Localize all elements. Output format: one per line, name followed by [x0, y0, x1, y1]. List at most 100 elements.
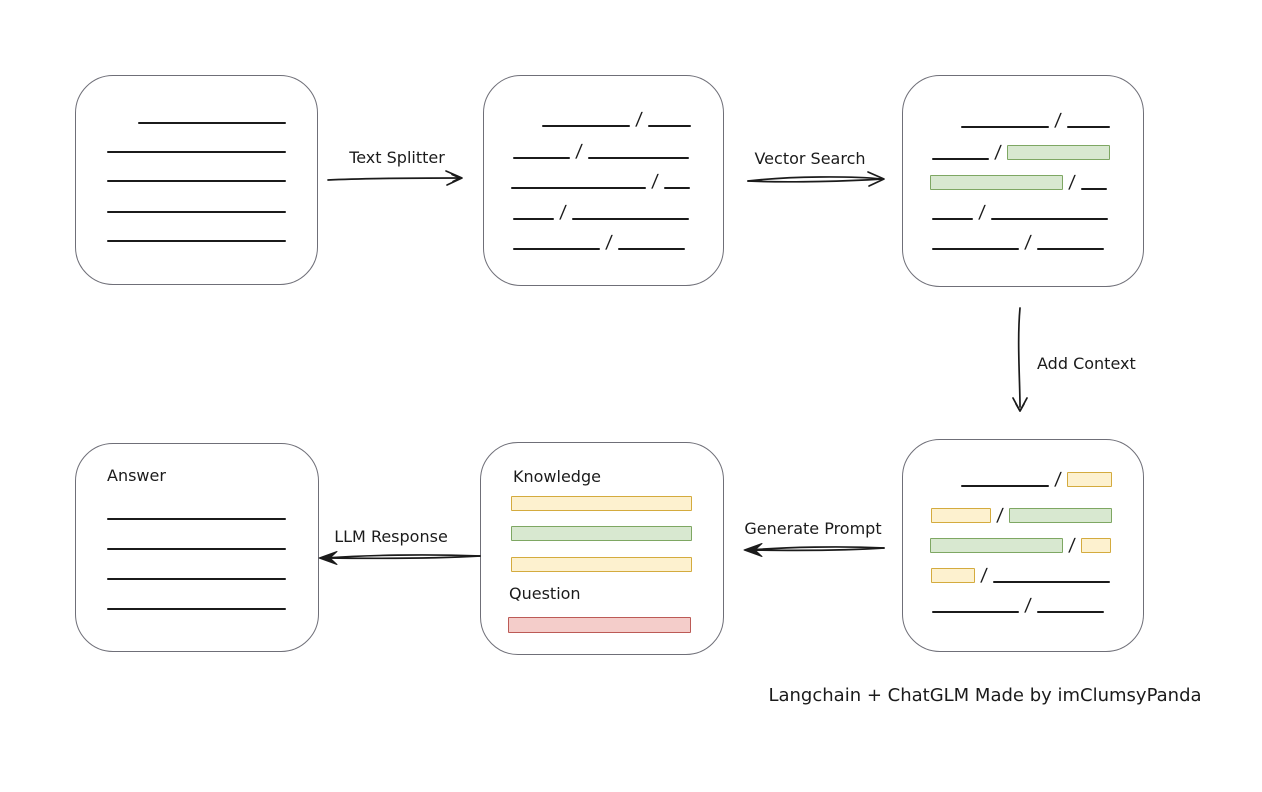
text-line — [513, 218, 554, 220]
text-splitter-label: Text Splitter — [349, 148, 445, 167]
node-split-chunks: / / / / / — [483, 75, 724, 286]
yellow-chunk — [1067, 472, 1113, 487]
green-chunk — [930, 538, 1063, 553]
segment-row — [511, 489, 692, 511]
segment-row: / — [513, 198, 690, 223]
knowledge-label: Knowledge — [513, 467, 601, 486]
segment-row: / — [932, 228, 1105, 253]
segment-row: / — [932, 138, 1111, 163]
llm-response-label: LLM Response — [334, 527, 448, 546]
segment-row: / — [930, 168, 1108, 193]
text-line — [648, 125, 692, 127]
segment-row — [511, 519, 692, 541]
slash-separator: / — [1023, 232, 1033, 253]
slash-separator: / — [993, 142, 1003, 163]
text-line — [572, 218, 690, 220]
answer-label: Answer — [107, 466, 166, 485]
text-line — [932, 218, 973, 220]
segment-row — [107, 498, 286, 520]
text-line — [107, 180, 286, 182]
segment-row — [107, 528, 286, 550]
text-line — [932, 158, 989, 160]
segment-row: / — [542, 105, 692, 130]
text-line — [961, 485, 1049, 487]
node-source-document — [75, 75, 318, 285]
text-line — [513, 157, 570, 159]
segment-row — [511, 550, 692, 572]
slash-separator: / — [634, 109, 644, 130]
node-context-chunks: / / / / / — [902, 439, 1144, 652]
segment-row — [107, 220, 286, 242]
text-line — [588, 157, 690, 159]
yellow-chunk — [931, 568, 975, 583]
text-line — [1037, 248, 1105, 250]
text-line — [618, 248, 686, 250]
text-line — [138, 122, 286, 124]
text-line — [932, 611, 1019, 613]
segment-row: / — [931, 561, 1111, 586]
text-line — [932, 248, 1019, 250]
segment-row — [107, 558, 286, 580]
green-chunk — [1009, 508, 1113, 523]
segment-row: / — [932, 591, 1105, 616]
yellow-chunk — [931, 508, 991, 523]
yellow-chunk — [511, 496, 692, 511]
add-context-arrow-icon — [1012, 307, 1028, 412]
segment-row: / — [513, 228, 686, 253]
slash-separator: / — [1067, 172, 1077, 193]
green-chunk — [1007, 145, 1111, 160]
diagram-caption: Langchain + ChatGLM Made by imClumsyPand… — [768, 685, 1202, 706]
segment-row — [107, 131, 286, 153]
segment-row: / — [931, 501, 1113, 526]
node-answer: Answer — [75, 443, 319, 652]
slash-separator: / — [650, 171, 660, 192]
text-line — [993, 581, 1111, 583]
segment-row — [138, 102, 286, 124]
text-line — [107, 518, 286, 520]
generate-prompt-arrow-icon — [743, 543, 885, 557]
slash-separator: / — [574, 141, 584, 162]
segment-row — [107, 160, 286, 182]
slash-separator: / — [977, 202, 987, 223]
generate-prompt-label: Generate Prompt — [744, 519, 882, 538]
text-line — [664, 187, 691, 189]
slash-separator: / — [1053, 110, 1063, 131]
node-matched-chunks: / / / / / — [902, 75, 1144, 287]
llm-response-arrow-icon — [318, 551, 481, 565]
text-line — [107, 578, 286, 580]
question-label: Question — [509, 584, 581, 603]
slash-separator: / — [1067, 535, 1077, 556]
segment-row: / — [513, 137, 690, 162]
green-chunk — [511, 526, 692, 541]
text-line — [511, 187, 646, 189]
slash-separator: / — [979, 565, 989, 586]
text-line — [991, 218, 1109, 220]
segment-row: / — [932, 198, 1109, 223]
slash-separator: / — [1053, 469, 1063, 490]
green-chunk — [930, 175, 1063, 190]
text-line — [1067, 126, 1111, 128]
text-line — [1081, 188, 1108, 190]
text-line — [107, 608, 286, 610]
vector-search-arrow-icon — [747, 171, 885, 187]
node-prompt: Knowledge Question — [480, 442, 724, 655]
slash-separator: / — [558, 202, 568, 223]
segment-row: / — [511, 167, 691, 192]
segment-row — [107, 588, 286, 610]
text-line — [1037, 611, 1105, 613]
yellow-chunk — [1081, 538, 1112, 553]
text-splitter-arrow-icon — [327, 170, 463, 186]
text-line — [107, 151, 286, 153]
text-line — [542, 125, 630, 127]
add-context-label: Add Context — [1037, 354, 1136, 373]
text-line — [961, 126, 1049, 128]
segment-row — [508, 611, 691, 633]
yellow-chunk — [511, 557, 692, 572]
segment-row: / — [961, 465, 1113, 490]
segment-row — [107, 191, 286, 213]
text-line — [107, 548, 286, 550]
segment-row: / — [930, 531, 1112, 556]
slash-separator: / — [995, 505, 1005, 526]
red-chunk — [508, 617, 691, 633]
